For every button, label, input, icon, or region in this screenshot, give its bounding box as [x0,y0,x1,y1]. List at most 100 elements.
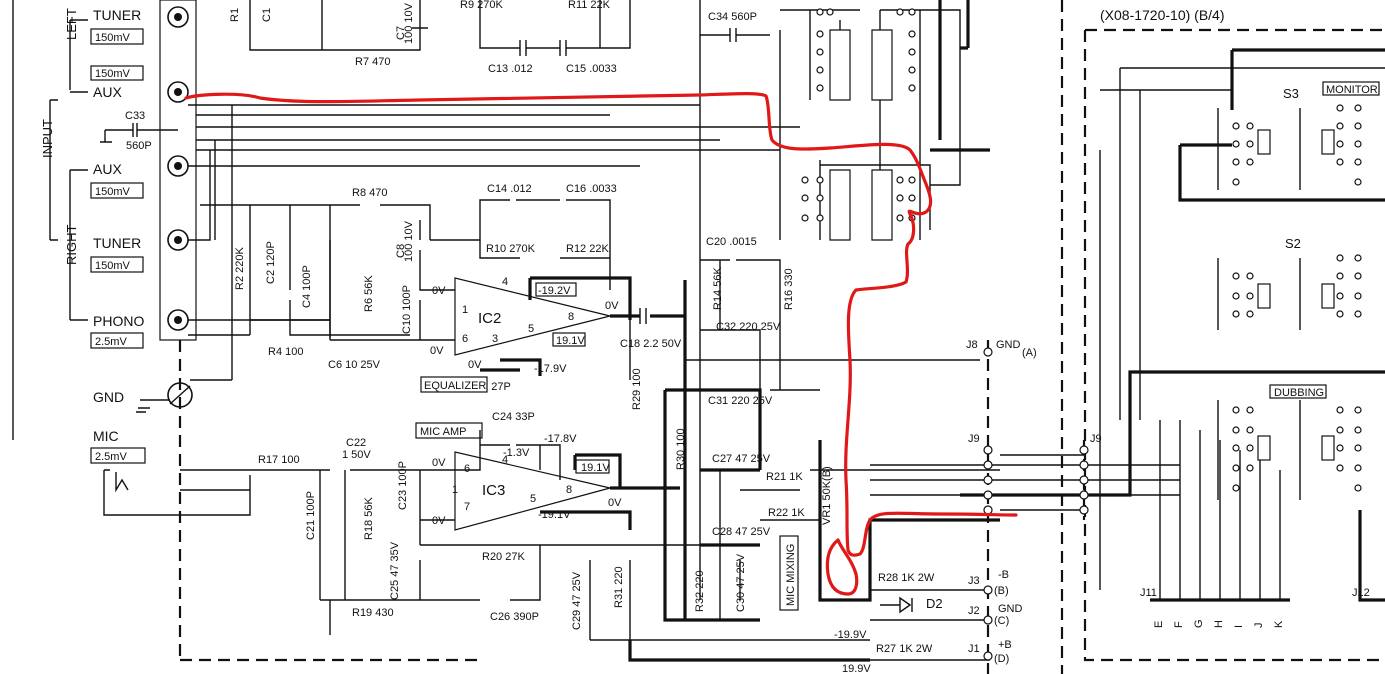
ic3-pin8: 8 [566,484,572,496]
mic-amp-box [415,422,483,439]
left-label: LEFT [64,8,79,40]
ic3-label: IC3 [482,482,505,499]
c34-label: C34 560P [708,11,757,23]
j11-pin: E [1153,621,1165,628]
c28-label: C28 47 25V [712,526,771,538]
c31-label: C31 220 25V [708,395,773,407]
r14-label: R14 56K [712,267,724,310]
jack-label-0: TUNER [93,7,141,23]
r12-label: R12 22K [566,243,609,255]
c8-value: 100 10V [403,220,415,262]
ic2-0v-a: 0V [432,285,446,297]
c33-label: C33 [125,110,145,122]
c15-label: C15 .0033 [566,63,617,75]
c24-label: C24 33P [492,411,535,423]
c20-label: C20 .0015 [706,236,757,248]
j3-label: J3 [968,575,980,587]
c29-label: C29 47 25V [571,571,583,630]
j8-signal: GND [996,339,1021,351]
j3-pin: (B) [994,585,1009,597]
r11-label: R11 22K [568,0,611,11]
s2-label: S2 [1285,236,1301,251]
j12-label: J12 [1352,587,1370,599]
function-selector-switch [779,8,961,241]
dubbing-box [1269,384,1327,399]
j11-pin: G [1193,619,1205,628]
switch-s2 [1217,254,1362,330]
r31-label: R31 220 [613,566,625,608]
switch-board-outline [1083,30,1385,662]
ic3-opamp [454,451,611,531]
c30-label: C30 47 25V [735,553,747,612]
r7-label: R7 470 [355,56,390,68]
c7-label: C7 [395,26,407,40]
mic-level: 2.5mV [95,451,127,463]
ic2-pin5: 5 [528,323,534,335]
r1-label: R1 [229,8,241,22]
c23-label: C23 100P [397,461,409,510]
c22-value: 1 50V [342,449,371,461]
monitor-box [1322,81,1380,96]
ic2-0v-out: 0V [605,300,619,312]
ic2-0v-b: 0V [430,345,444,357]
r29-label: R29 100 [631,368,643,410]
r4-label: R4 100 [268,346,303,358]
c8-label: C8 [395,244,407,258]
c26-label: C26 390P [490,611,539,623]
jack-label-4: PHONO [93,313,144,329]
j2-label: J2 [968,605,980,617]
r21-label: R21 1K [766,471,803,483]
c1-label: C1 [261,8,273,22]
mic-mixing-box [779,535,799,611]
ic2-vpos: 19.1V [556,335,585,347]
c2-label: C2 120P [265,241,277,284]
r27-label: R27 1K 2W [876,643,933,655]
r10-label: R10 270K [486,243,536,255]
r18-label: R18 56K [363,497,375,540]
rail-vpos: 19.9V [842,663,871,674]
ic3-vneg: -17.8V [544,433,577,445]
ic3-pin1: 1 [452,484,458,496]
s3-function: MONITOR [1326,84,1378,96]
jack-level-3: 150mV [95,260,131,272]
gnd-label: GND [93,389,124,405]
vr1-label: VR1 50K(B) [821,466,833,525]
ic3-pin6: 6 [464,463,470,475]
ic2-pin1: 1 [462,304,468,316]
ic3-0v-a: 0V [432,457,446,469]
mic-jack-symbol [103,469,180,516]
ic2-0v-c: 0V [468,359,482,371]
ic2-vneg: -19.2V [538,285,571,297]
j11-pin-labels: E F G H I J K [1153,619,1285,628]
j8-pin: (A) [1022,347,1037,359]
red-loop-annotation [825,538,859,596]
r22-label: R22 1K [768,507,805,519]
ic2-opamp [454,277,611,356]
j1-pin: (D) [994,653,1009,665]
ic3-pin4: 4 [502,454,508,466]
c6-label: C6 10 25V [328,359,381,371]
c32-label: C32 220 25V [716,321,781,333]
d2-label: D2 [926,596,943,611]
input-group-label: INPUT [40,119,55,158]
switch-s3 [1217,104,1362,190]
jack-level-4: 2.5mV [95,336,127,348]
s3-label: S3 [1283,86,1299,101]
r16-label: R16 330 [783,268,795,310]
jack-level-2: 150mV [95,186,131,198]
r2-label: R2 220K [234,247,246,290]
jack-level-1: 150mV [95,68,131,80]
c10-label: C10 100P [401,285,413,334]
j3-signal: -B [998,569,1009,581]
c14-label: C14 .012 [487,183,532,195]
ic3-pin7: 7 [464,501,470,513]
c18-label: C18 2.2 50V [620,338,682,350]
ic2-pin3: 3 [492,333,498,345]
c25-label: C25 47 35V [389,541,401,600]
r6-label: R6 56K [363,275,375,312]
c21-label: C21 100P [305,491,317,540]
mic-label: MIC [93,428,119,444]
j11-pin: H [1213,620,1225,628]
ic2-pin8: 8 [568,311,574,323]
